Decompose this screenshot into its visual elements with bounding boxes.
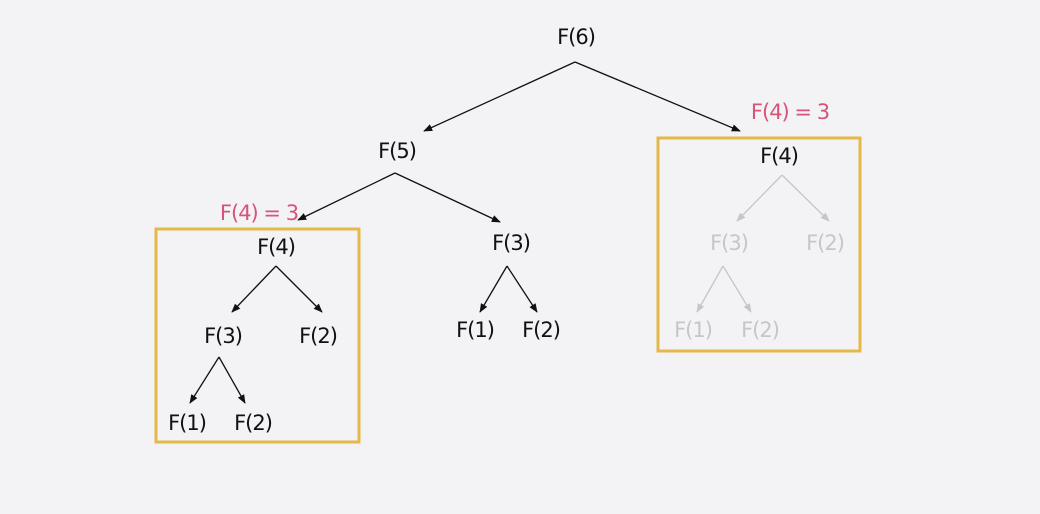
node-left-f1-leaf: F(1) xyxy=(168,411,206,435)
edge-f6-f5 xyxy=(423,61,576,132)
edge-mid-f3-f2 xyxy=(506,265,538,313)
edge-left-f4-f2 xyxy=(275,265,323,313)
node-right-f3: F(3) xyxy=(710,231,748,255)
edge-f5-f3 xyxy=(394,172,501,223)
node-mid-f2: F(2) xyxy=(522,318,560,342)
node-f5: F(5) xyxy=(378,139,416,163)
edge-right-f3-f2 xyxy=(722,265,752,313)
node-mid-f1: F(1) xyxy=(456,318,494,342)
node-right-f4: F(4) xyxy=(760,144,798,168)
edge-left-f4-f3 xyxy=(231,265,277,313)
edge-mid-f3-f1 xyxy=(479,265,508,313)
edge-left-f3-f2 xyxy=(218,356,246,404)
node-f6: F(6) xyxy=(557,25,595,49)
memo-label-left: F(4) = 3 xyxy=(220,201,298,225)
node-left-f2: F(2) xyxy=(299,324,337,348)
node-left-f4: F(4) xyxy=(257,235,295,259)
edge-f6-f4 xyxy=(574,61,741,132)
edge-right-f3-f1 xyxy=(696,265,724,313)
node-right-f2: F(2) xyxy=(806,231,844,255)
node-mid-f3: F(3) xyxy=(492,231,530,255)
edge-right-f4-f3 xyxy=(736,174,783,222)
node-right-f1-leaf: F(1) xyxy=(674,318,712,342)
edge-left-f3-f1 xyxy=(189,356,220,404)
node-left-f3: F(3) xyxy=(204,324,242,348)
node-right-f2-leaf: F(2) xyxy=(741,318,779,342)
edge-f5-f4 xyxy=(297,172,396,221)
memoized-subtree-box-right xyxy=(656,136,862,353)
memoized-subtree-box-left xyxy=(154,227,361,444)
node-left-f2-leaf: F(2) xyxy=(234,411,272,435)
memo-label-right: F(4) = 3 xyxy=(751,100,829,124)
edge-right-f4-f2 xyxy=(781,174,830,222)
